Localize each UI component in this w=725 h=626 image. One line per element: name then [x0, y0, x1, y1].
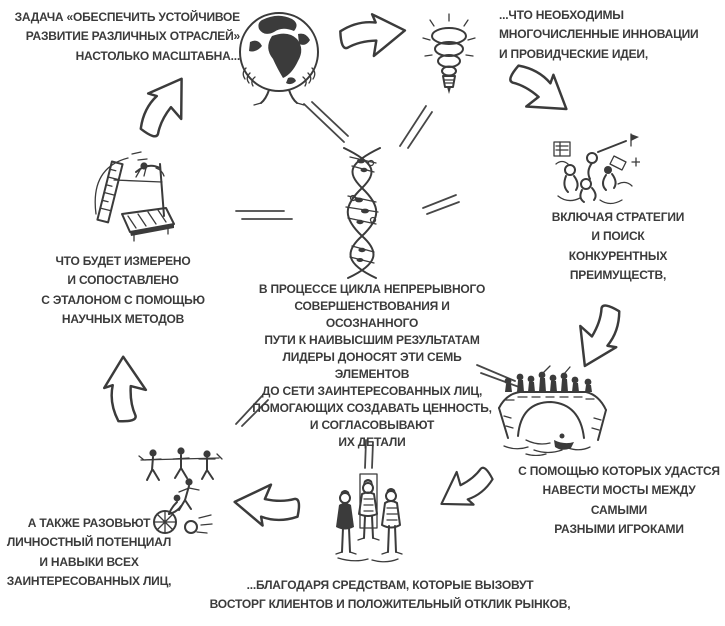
node-text-skills: А ТАКЖЕ РАЗОВЬЮТ ЛИЧНОСТНЫЙ ПОТЕНЦИАЛ И …	[6, 516, 172, 589]
flow-arrow-customers-to-skills	[230, 478, 304, 532]
flow-arrow-bridges-to-customers	[430, 457, 501, 520]
center-link-skills	[235, 395, 269, 427]
node-text-strategy: ВКЛЮЧАЯ СТРАТЕГИИ И ПОИСК КОНКУРЕНТНЫХ П…	[551, 210, 685, 283]
center-link-task	[303, 101, 349, 143]
bridge-icon	[496, 364, 609, 461]
node-text-task: ЗАДАЧА «ОБЕСПЕЧИТЬ УСТОЙЧИВОЕ РАЗВИТИЕ Р…	[14, 10, 241, 63]
center-link-strategy	[422, 194, 460, 215]
node-text-customers: ...БЛАГОДАРЯ СРЕДСТВАМ, КОТОРЫЕ ВЫЗОВУТ …	[209, 578, 571, 612]
flow-arrow-task-to-innovation	[337, 10, 409, 60]
node-text-innovation: ...ЧТО НЕОБХОДИМЫ МНОГОЧИСЛЕННЫЕ ИННОВАЦ…	[499, 8, 699, 61]
flow-arrow-measurement-to-task	[127, 66, 202, 146]
center-link-measurement	[235, 210, 293, 220]
lightbulb-icon	[420, 12, 478, 112]
high-jump-measure-icon	[88, 150, 178, 247]
flow-arrow-skills-to-measurement	[102, 355, 148, 423]
globe-in-hands-icon	[236, 8, 322, 111]
acrobats-icon	[137, 446, 223, 541]
node-text-measurement: ЧТО БУДЕТ ИЗМЕРЕНО И СОПОСТАВЛЕНО С ЭТАЛ…	[41, 254, 205, 327]
dna-helix-icon	[331, 145, 393, 286]
center-link-customers	[364, 439, 374, 469]
explorers-group-icon	[548, 132, 641, 215]
node-text-bridges: С ПОМОЩЬЮ КОТОРЫХ УДАСТСЯ НАВЕСТИ МОСТЫ …	[518, 464, 720, 537]
center-paragraph: В ПРОЦЕССЕ ЦИКЛА НЕПРЕРЫВНОГО СОВЕРШЕНСТ…	[252, 282, 492, 450]
center-link-innovation	[399, 105, 433, 149]
customers-group-icon	[332, 472, 404, 569]
